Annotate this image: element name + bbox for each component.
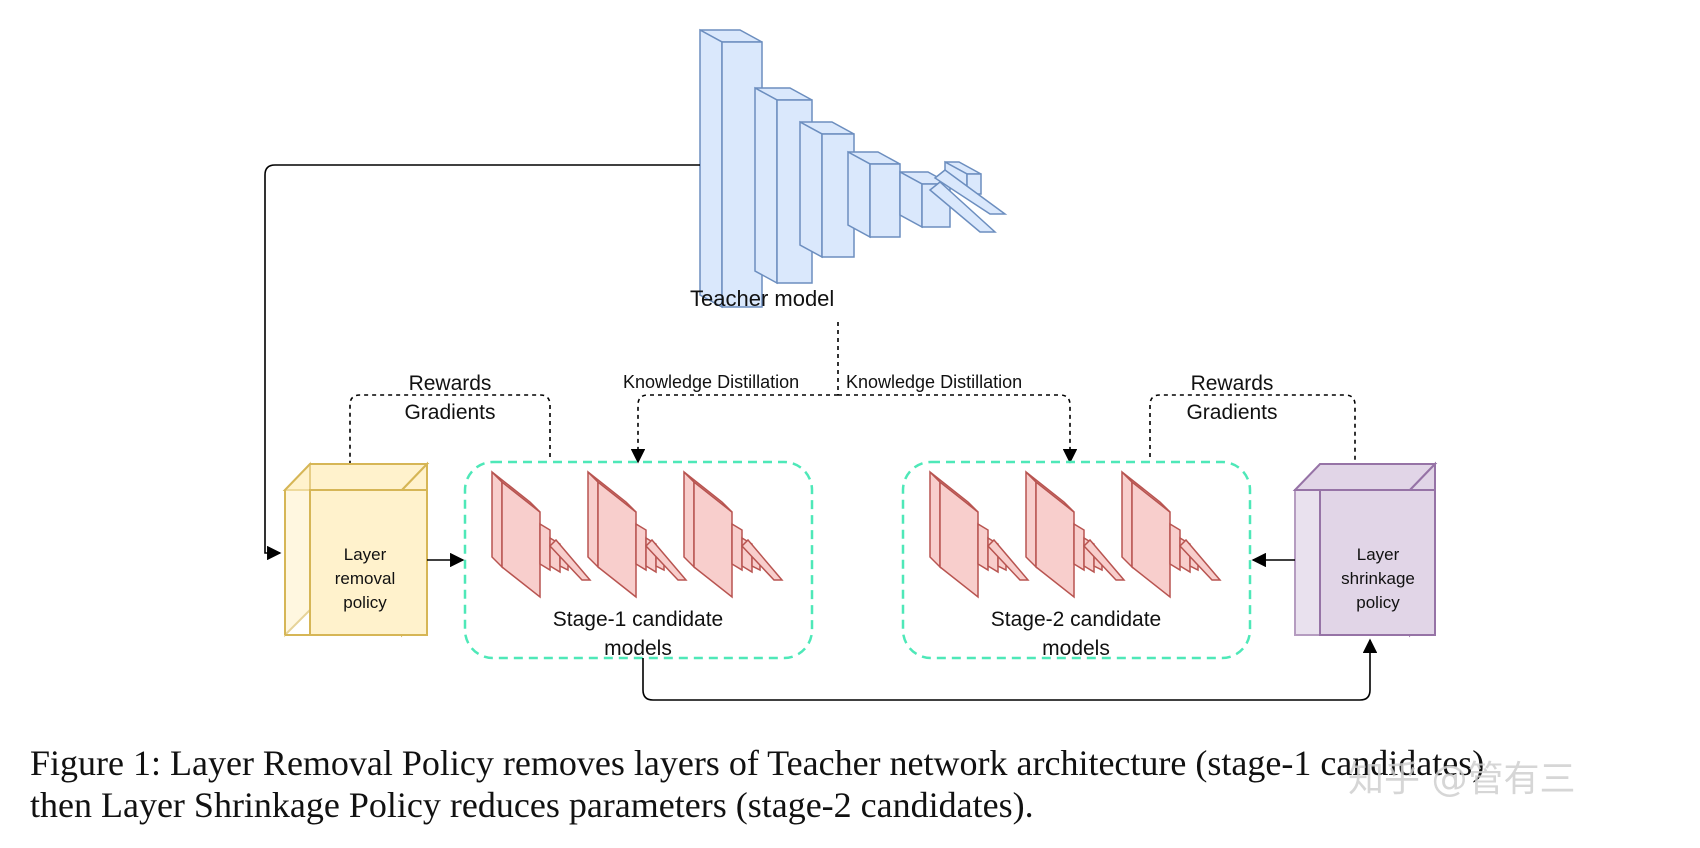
figure-caption: Figure 1: Layer Removal Policy removes l…	[30, 742, 1680, 826]
kd-left-label: Knowledge Distillation	[623, 372, 799, 392]
candidate-slab-front	[597, 480, 637, 599]
gradients-left-label: Gradients	[404, 401, 495, 424]
candidate-layer	[635, 522, 647, 572]
shrinkage-policy-label-line3: policy	[1356, 593, 1400, 612]
candidate-slab-side	[491, 470, 503, 569]
candidate-layer	[539, 522, 551, 572]
caption-line-2: then Layer Shrinkage Policy reduces para…	[30, 785, 1034, 825]
stage2-group-box	[901, 460, 1252, 660]
candidate-tail	[1082, 538, 1126, 581]
candidate-slab-side	[1025, 470, 1037, 569]
teacher-model-network	[699, 28, 1008, 309]
teacher-slab-front	[869, 163, 901, 238]
candidate-layer	[1169, 522, 1181, 572]
teacher-slab-side	[754, 86, 778, 285]
layer-removal-policy-cube	[282, 461, 430, 638]
kd-right-arrow	[838, 394, 1078, 464]
candidate-tail	[740, 538, 784, 581]
rewards-left-arrow	[342, 394, 551, 482]
rewards-right-label: Rewards	[1191, 372, 1274, 395]
teacher-tail	[933, 169, 1008, 215]
caption-line-1: Figure 1: Layer Removal Policy removes l…	[30, 743, 1485, 783]
watermark: 知乎 @管有三	[1348, 759, 1576, 800]
rewards-left-label: Rewards	[409, 372, 492, 395]
candidate-slab-front	[1035, 480, 1075, 599]
stage2-candidate-models	[929, 470, 1222, 599]
candidate-slab-front	[1131, 480, 1171, 599]
candidate-tail	[644, 538, 688, 581]
candidate-slab-side	[929, 470, 941, 569]
kd-right-label: Knowledge Distillation	[846, 372, 1022, 392]
stage1-label-line1: Stage-1 candidate	[553, 608, 723, 631]
candidate-slab-top	[1025, 471, 1075, 513]
teacher-tail	[928, 181, 997, 233]
candidate-layer	[977, 522, 989, 572]
teacher-slab-side	[699, 28, 723, 309]
teacher-slab-side	[799, 120, 823, 259]
candidate-layer	[731, 522, 743, 572]
stage1-candidate-models	[491, 470, 784, 599]
candidate-slab-top	[683, 471, 733, 513]
candidate-slab-front	[939, 480, 979, 599]
candidate-slab-side	[1121, 470, 1133, 569]
candidate-layer	[1073, 522, 1085, 572]
teacher-slab-front	[821, 133, 855, 258]
removal-policy-label-line1: Layer	[344, 545, 387, 564]
stage2-label-line1: Stage-2 candidate	[991, 608, 1161, 631]
teacher-slab-front	[721, 41, 763, 308]
rewards-right-arrow	[1149, 394, 1363, 482]
candidate-slab-front	[693, 480, 733, 599]
teacher-to-removal-arrow	[264, 164, 700, 561]
candidate-tail	[548, 538, 592, 581]
layer-shrinkage-policy-cube	[1292, 461, 1438, 638]
candidate-slab-top	[929, 471, 979, 513]
stage1-group-box	[463, 460, 814, 660]
candidate-slab-side	[683, 470, 695, 569]
gradients-right-label: Gradients	[1186, 401, 1277, 424]
removal-policy-label-line2: removal	[335, 569, 395, 588]
stage1-label-line2: models	[604, 637, 672, 660]
shrinkage-policy-label-line2: shrinkage	[1341, 569, 1415, 588]
candidate-tail	[986, 538, 1030, 581]
architecture-diagram: Teacher model Knowledge Distillation Kno…	[264, 28, 1438, 701]
removal-policy-label-line3: policy	[343, 593, 387, 612]
candidate-slab-top	[587, 471, 637, 513]
teacher-model-label: Teacher model	[690, 286, 834, 311]
teacher-slab-side	[847, 150, 871, 239]
stage1-to-shrinkage-arrow	[642, 638, 1378, 701]
stage2-label-line2: models	[1042, 637, 1110, 660]
candidate-tail	[1178, 538, 1222, 581]
candidate-slab-side	[587, 470, 599, 569]
kd-left-arrow	[630, 394, 838, 464]
shrinkage-policy-label-line1: Layer	[1357, 545, 1400, 564]
candidate-slab-top	[1121, 471, 1171, 513]
candidate-slab-top	[491, 471, 541, 513]
candidate-slab-front	[501, 480, 541, 599]
